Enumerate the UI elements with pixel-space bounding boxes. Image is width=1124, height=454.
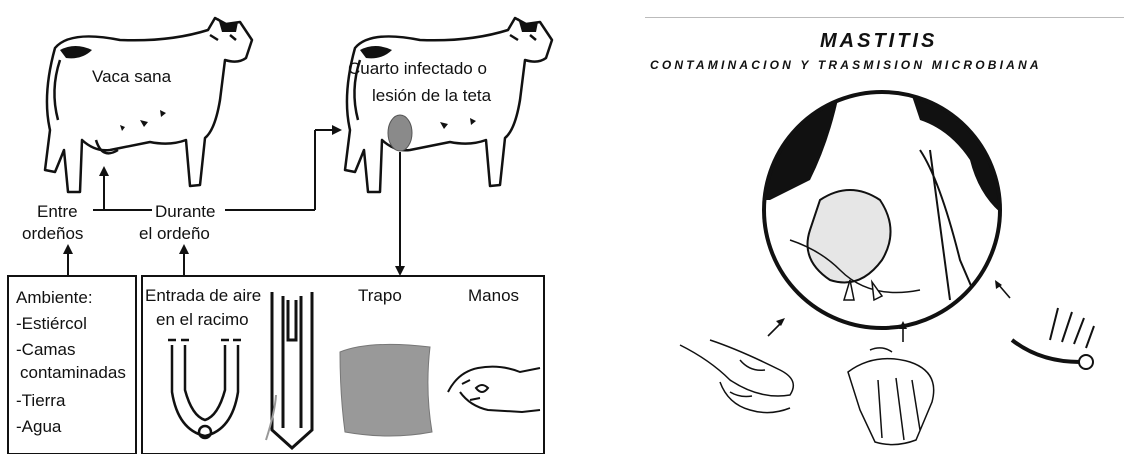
mastitis-illustration	[679, 90, 1095, 446]
milking-box	[141, 275, 545, 454]
arrow-heads	[63, 125, 405, 276]
healthy-cow-illustration	[43, 16, 254, 194]
between-milkings-label-line2: ordeños	[22, 224, 84, 243]
top-rule	[645, 17, 1124, 18]
air-entry-label-line2: en el racimo	[156, 310, 249, 329]
magnified-udder-view	[764, 92, 1000, 328]
infected-cow-spots	[360, 18, 538, 129]
towel-illustration	[847, 347, 935, 446]
rag-illustration	[339, 343, 433, 437]
transmission-diagram-graphics	[7, 16, 554, 454]
environment-item: contaminadas	[20, 363, 126, 382]
environment-box	[7, 275, 137, 454]
environment-item: -Agua	[16, 417, 62, 436]
air-entry-label-line1: Entrada de aire	[145, 286, 262, 305]
during-milking-label-line1: Durante	[155, 202, 216, 221]
milking-cluster-illustration	[168, 338, 241, 440]
during-milking-label-line2: el ordeño	[139, 224, 210, 243]
milking-hand-illustration	[679, 339, 795, 414]
transmission-diagram: Vaca sana Cuarto infectado o lesión de l…	[0, 0, 560, 454]
environment-item: -Camas	[16, 340, 76, 359]
infected-cow-label-line1: Cuarto infectado o	[348, 59, 487, 78]
contamination-arrow-heads	[776, 280, 1002, 329]
teat-cup-illustration	[265, 292, 314, 451]
environment-heading: Ambiente:	[16, 288, 93, 307]
mastitis-title: MASTITIS	[820, 30, 938, 52]
between-milkings-label-line1: Entre	[37, 202, 78, 221]
magnifier-circle	[762, 90, 1002, 330]
mastitis-subtitle: CONTAMINACION Y TRASMISION MICROBIANA	[650, 58, 1042, 72]
mastitis-figure: MASTITIS CONTAMINACION Y TRASMISION MICR…	[620, 0, 1124, 454]
environment-item: -Estiércol	[16, 314, 87, 333]
infected-cow-illustration	[343, 16, 554, 194]
environment-item: -Tierra	[16, 391, 66, 410]
hand-illustration	[447, 365, 541, 414]
infected-cow-label-line2: lesión de la teta	[372, 86, 492, 105]
milking-machine-illustration	[1010, 307, 1095, 370]
hands-label: Manos	[468, 286, 520, 305]
rag-label: Trapo	[358, 286, 402, 305]
flow-arrows	[67, 129, 401, 275]
healthy-cow-spots	[60, 18, 238, 131]
infected-udder-lesion	[387, 114, 413, 152]
healthy-cow-label: Vaca sana	[92, 67, 172, 86]
